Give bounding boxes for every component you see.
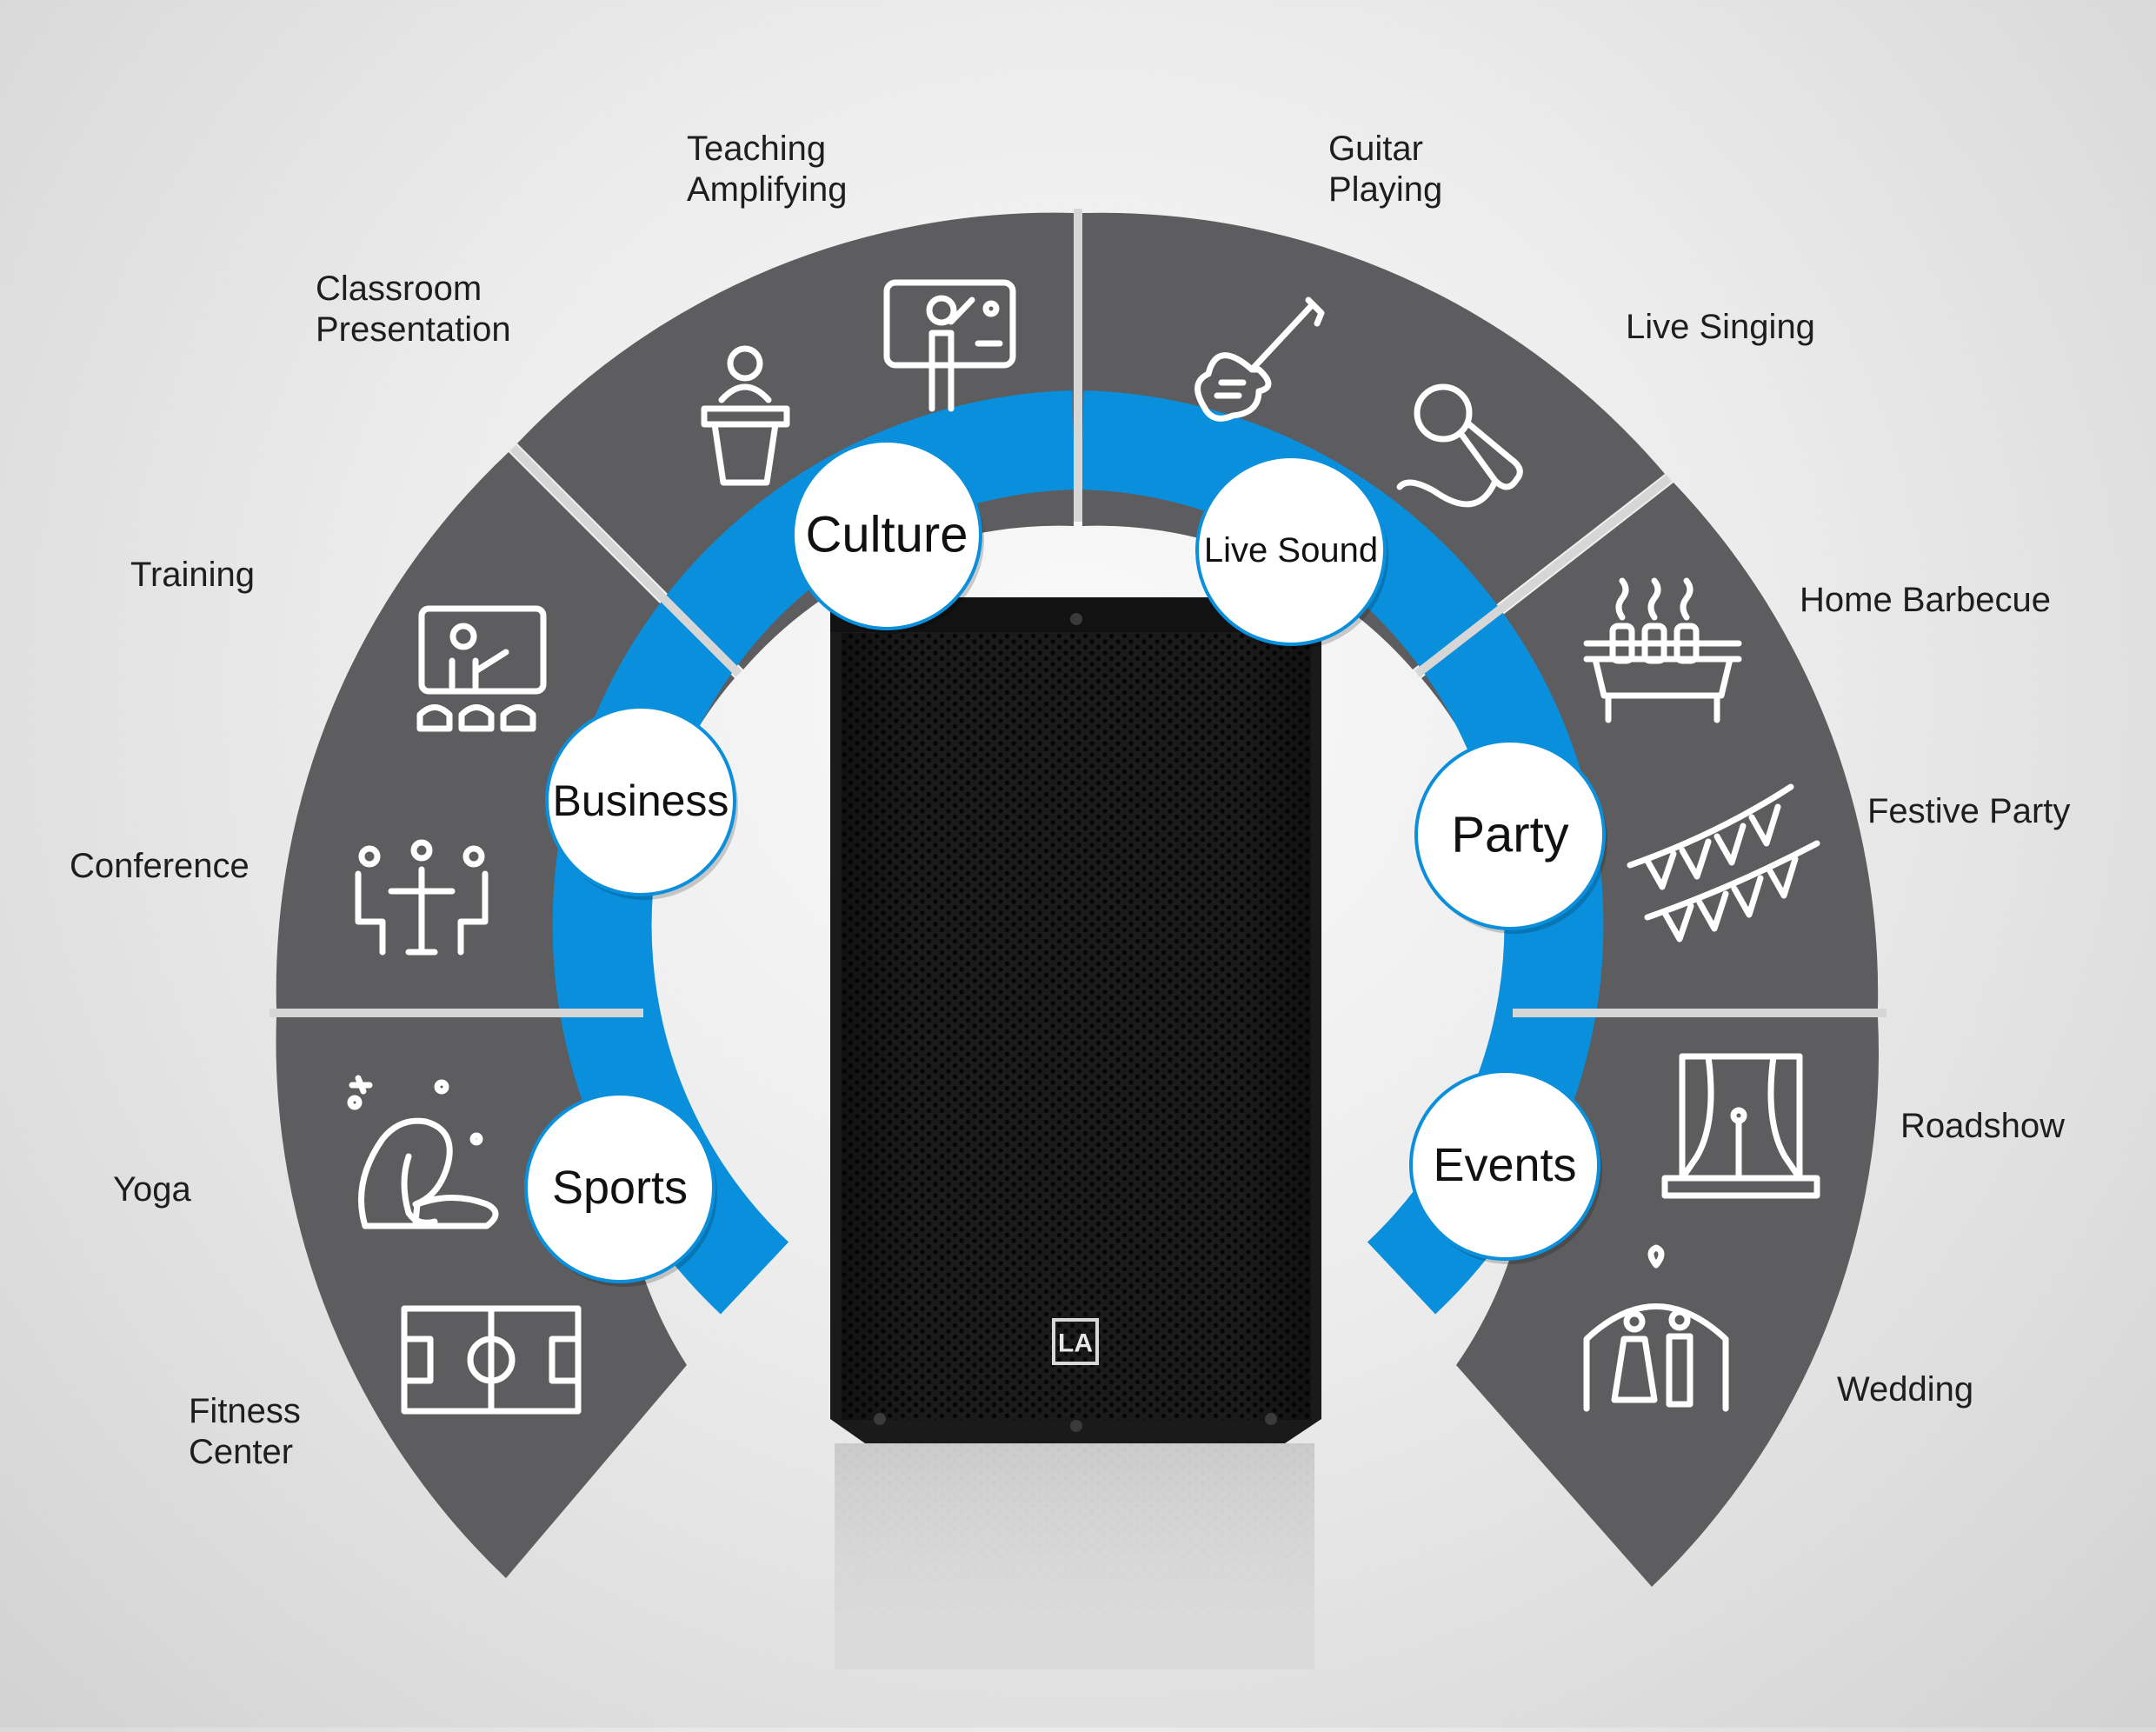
hub-label: Sports	[552, 1162, 688, 1214]
hub-circle	[1195, 455, 1387, 646]
hub-label: Party	[1451, 807, 1568, 863]
label-roadshow: Roadshow	[1900, 1107, 2066, 1145]
loudspeaker-product: LA	[830, 597, 1321, 1669]
segment-culture	[517, 212, 1074, 670]
hub-circle	[1414, 739, 1606, 930]
podium-speaker-icon	[701, 345, 790, 486]
label-training: Training	[130, 556, 256, 594]
brand-logo: LA	[1052, 1318, 1099, 1365]
hub-label: Events	[1433, 1139, 1576, 1191]
hub-circle	[545, 705, 736, 896]
yoga-pose-icon	[347, 1075, 499, 1229]
hub-events: Events	[1409, 1069, 1602, 1264]
hub-label: Culture	[806, 507, 968, 563]
label-yoga: Yoga	[113, 1170, 191, 1209]
label-wedding: Wedding	[1837, 1370, 1974, 1409]
soccer-field-icon	[401, 1305, 582, 1415]
hub-circle	[524, 1092, 715, 1283]
hub-label: Business	[553, 776, 729, 825]
segment-live-sound	[1082, 212, 1665, 669]
hub-sports: Sports	[524, 1092, 717, 1287]
label-festive-party: Festive Party	[1867, 792, 2071, 830]
stage-curtain-icon	[1661, 1053, 1820, 1199]
speaker-reflection	[835, 1443, 1314, 1669]
hub-business: Business	[545, 705, 738, 900]
label-live-singing: Live Singing	[1626, 308, 1815, 346]
barbecue-grill-icon	[1583, 577, 1742, 723]
hub-label: Live Sound	[1204, 531, 1378, 570]
bunting-flags-icon	[1627, 783, 1820, 943]
microphone-icon	[1396, 383, 1523, 508]
svg-text:LA: LA	[1058, 1329, 1093, 1358]
wedding-couple-icon	[1583, 1244, 1729, 1412]
hub-culture: Culture	[791, 439, 984, 634]
hub-live-sound: Live Sound	[1195, 455, 1388, 650]
conference-table-icon	[355, 839, 489, 956]
hub-circle	[791, 439, 982, 630]
hub-party: Party	[1414, 739, 1607, 934]
hub-circle	[1409, 1069, 1600, 1261]
label-home-barbecue: Home Barbecue	[1800, 581, 2052, 619]
training-screen-icon	[416, 605, 547, 732]
electric-guitar-icon	[1194, 296, 1325, 422]
segment-dividers	[270, 209, 1886, 1017]
label-conference: Conference	[70, 847, 250, 885]
teacher-board-icon	[883, 279, 1016, 412]
